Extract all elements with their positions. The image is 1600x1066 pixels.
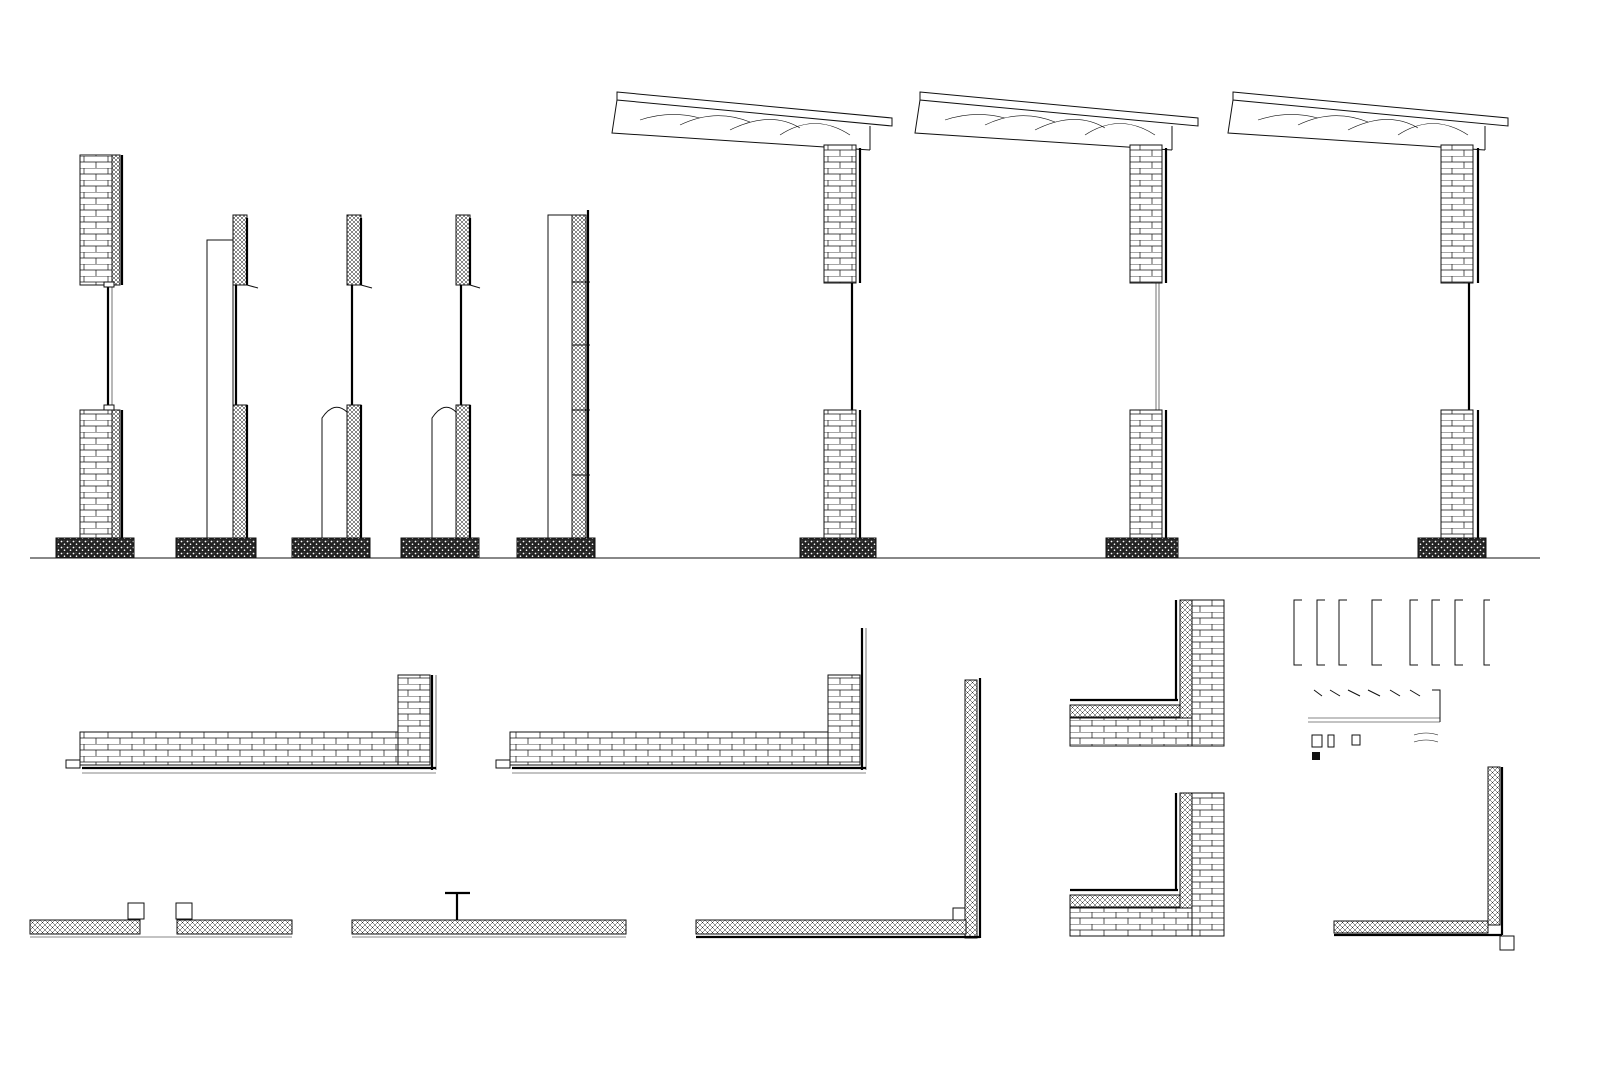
panel-joint-plan-2 bbox=[351, 891, 627, 938]
insulated-corner-plan-2 bbox=[1333, 766, 1515, 951]
profile-legend bbox=[1293, 599, 1490, 760]
roof-section-8 bbox=[1227, 91, 1509, 559]
brick-corner-plan-1 bbox=[65, 674, 437, 774]
wall-section-5 bbox=[516, 210, 596, 559]
insulated-corner-plan-1 bbox=[695, 678, 982, 939]
wall-section-1 bbox=[55, 154, 135, 559]
brick-insulated-corner-1 bbox=[1069, 599, 1225, 747]
roof-section-7 bbox=[914, 91, 1199, 559]
brick-corner-plan-2 bbox=[495, 628, 867, 774]
wall-section-2 bbox=[175, 214, 259, 559]
panel-joint-plan-1 bbox=[29, 902, 293, 938]
wall-section-3 bbox=[291, 214, 373, 559]
roof-section-6 bbox=[611, 91, 893, 559]
wall-section-4 bbox=[400, 214, 481, 559]
brick-insulated-corner-2 bbox=[1069, 792, 1225, 937]
